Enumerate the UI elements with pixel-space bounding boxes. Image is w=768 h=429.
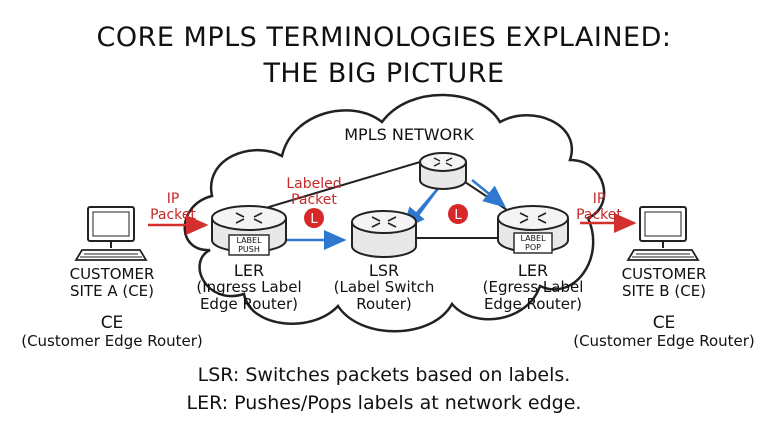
site-a-name2: SITE A (CE) xyxy=(69,282,155,300)
lsr-desc1: (Label Switch xyxy=(333,278,435,296)
labeled-packet-label: Labeled Packet xyxy=(284,176,344,208)
ler-note: LER: Pushes/Pops labels at network edge. xyxy=(186,392,582,414)
ip-packet-b-line1: IP xyxy=(592,191,606,207)
ingress-ler-label: LER (Ingress Label Edge Router) xyxy=(174,262,324,313)
egress-ler-label: LER (Egress Label Edge Router) xyxy=(458,262,608,313)
ingress-tag-line2: PUSH xyxy=(238,245,260,254)
label-path-arrow-4 xyxy=(471,179,506,208)
egress-tag-line1: LABEL xyxy=(520,234,546,243)
ingress-tag-line1: LABEL xyxy=(236,236,262,245)
egress-router-icon xyxy=(497,205,569,254)
label-marker-1-text: L xyxy=(310,212,318,227)
egress-ler-name: LER xyxy=(517,261,549,280)
lsr-router-icon xyxy=(351,210,417,258)
site-b-role1: CE xyxy=(652,313,676,333)
network-label: MPLS NETWORK xyxy=(344,125,474,144)
label-marker-1 xyxy=(304,208,324,228)
labeled-packet-line1: Labeled xyxy=(286,176,342,192)
labeled-packet-line2: Packet xyxy=(291,192,337,208)
ip-packet-b-label: IP Packet xyxy=(574,191,624,223)
site-a-name1: CUSTOMER xyxy=(69,265,155,283)
diagram-title-line2: THE BIG PICTURE xyxy=(263,58,505,89)
site-b-role: CE (Customer Edge Router) xyxy=(566,314,762,350)
egress-ler-desc1: (Egress Label xyxy=(482,278,584,296)
ingress-ler-name: LER xyxy=(233,261,265,280)
lsr-name: LSR xyxy=(368,261,400,280)
ingress-ler-desc1: (Ingress Label xyxy=(196,278,302,296)
ip-packet-b-line2: Packet xyxy=(576,207,622,223)
site-a-role1: CE xyxy=(100,313,124,333)
site-a-label: CUSTOMER SITE A (CE) xyxy=(40,266,184,300)
site-b-name2: SITE B (CE) xyxy=(621,282,707,300)
ip-packet-a-label: IP Packet xyxy=(148,191,198,223)
lsr-desc2: Router) xyxy=(356,295,412,313)
label-marker-2-text: L xyxy=(454,208,462,223)
computer-b-icon xyxy=(626,206,700,261)
ingress-tag: LABEL PUSH xyxy=(229,236,269,254)
site-a-role: CE (Customer Edge Router) xyxy=(20,314,204,350)
diagram-title-line1: CORE MPLS TERMINOLOGIES EXPLAINED: xyxy=(96,22,672,53)
ingress-ler-desc2: Edge Router) xyxy=(199,295,299,313)
core-router-icon xyxy=(419,152,467,190)
site-b-role2: (Customer Edge Router) xyxy=(573,332,755,350)
ip-packet-a-line1: IP xyxy=(166,191,180,207)
link-ingress-top xyxy=(251,161,421,213)
lsr-label: LSR (Label Switch Router) xyxy=(309,262,459,313)
egress-tag: LABEL POP xyxy=(514,234,552,252)
site-b-label: CUSTOMER SITE B (CE) xyxy=(592,266,736,300)
lsr-note: LSR: Switches packets based on labels. xyxy=(197,364,571,386)
computer-a-icon xyxy=(74,206,148,261)
egress-tag-line2: POP xyxy=(525,243,541,252)
site-b-name1: CUSTOMER xyxy=(621,265,707,283)
site-a-role2: (Customer Edge Router) xyxy=(21,332,203,350)
label-marker-2 xyxy=(448,204,468,224)
egress-ler-desc2: Edge Router) xyxy=(483,295,583,313)
ip-packet-a-line2: Packet xyxy=(150,207,196,223)
ingress-router-icon xyxy=(211,205,287,256)
